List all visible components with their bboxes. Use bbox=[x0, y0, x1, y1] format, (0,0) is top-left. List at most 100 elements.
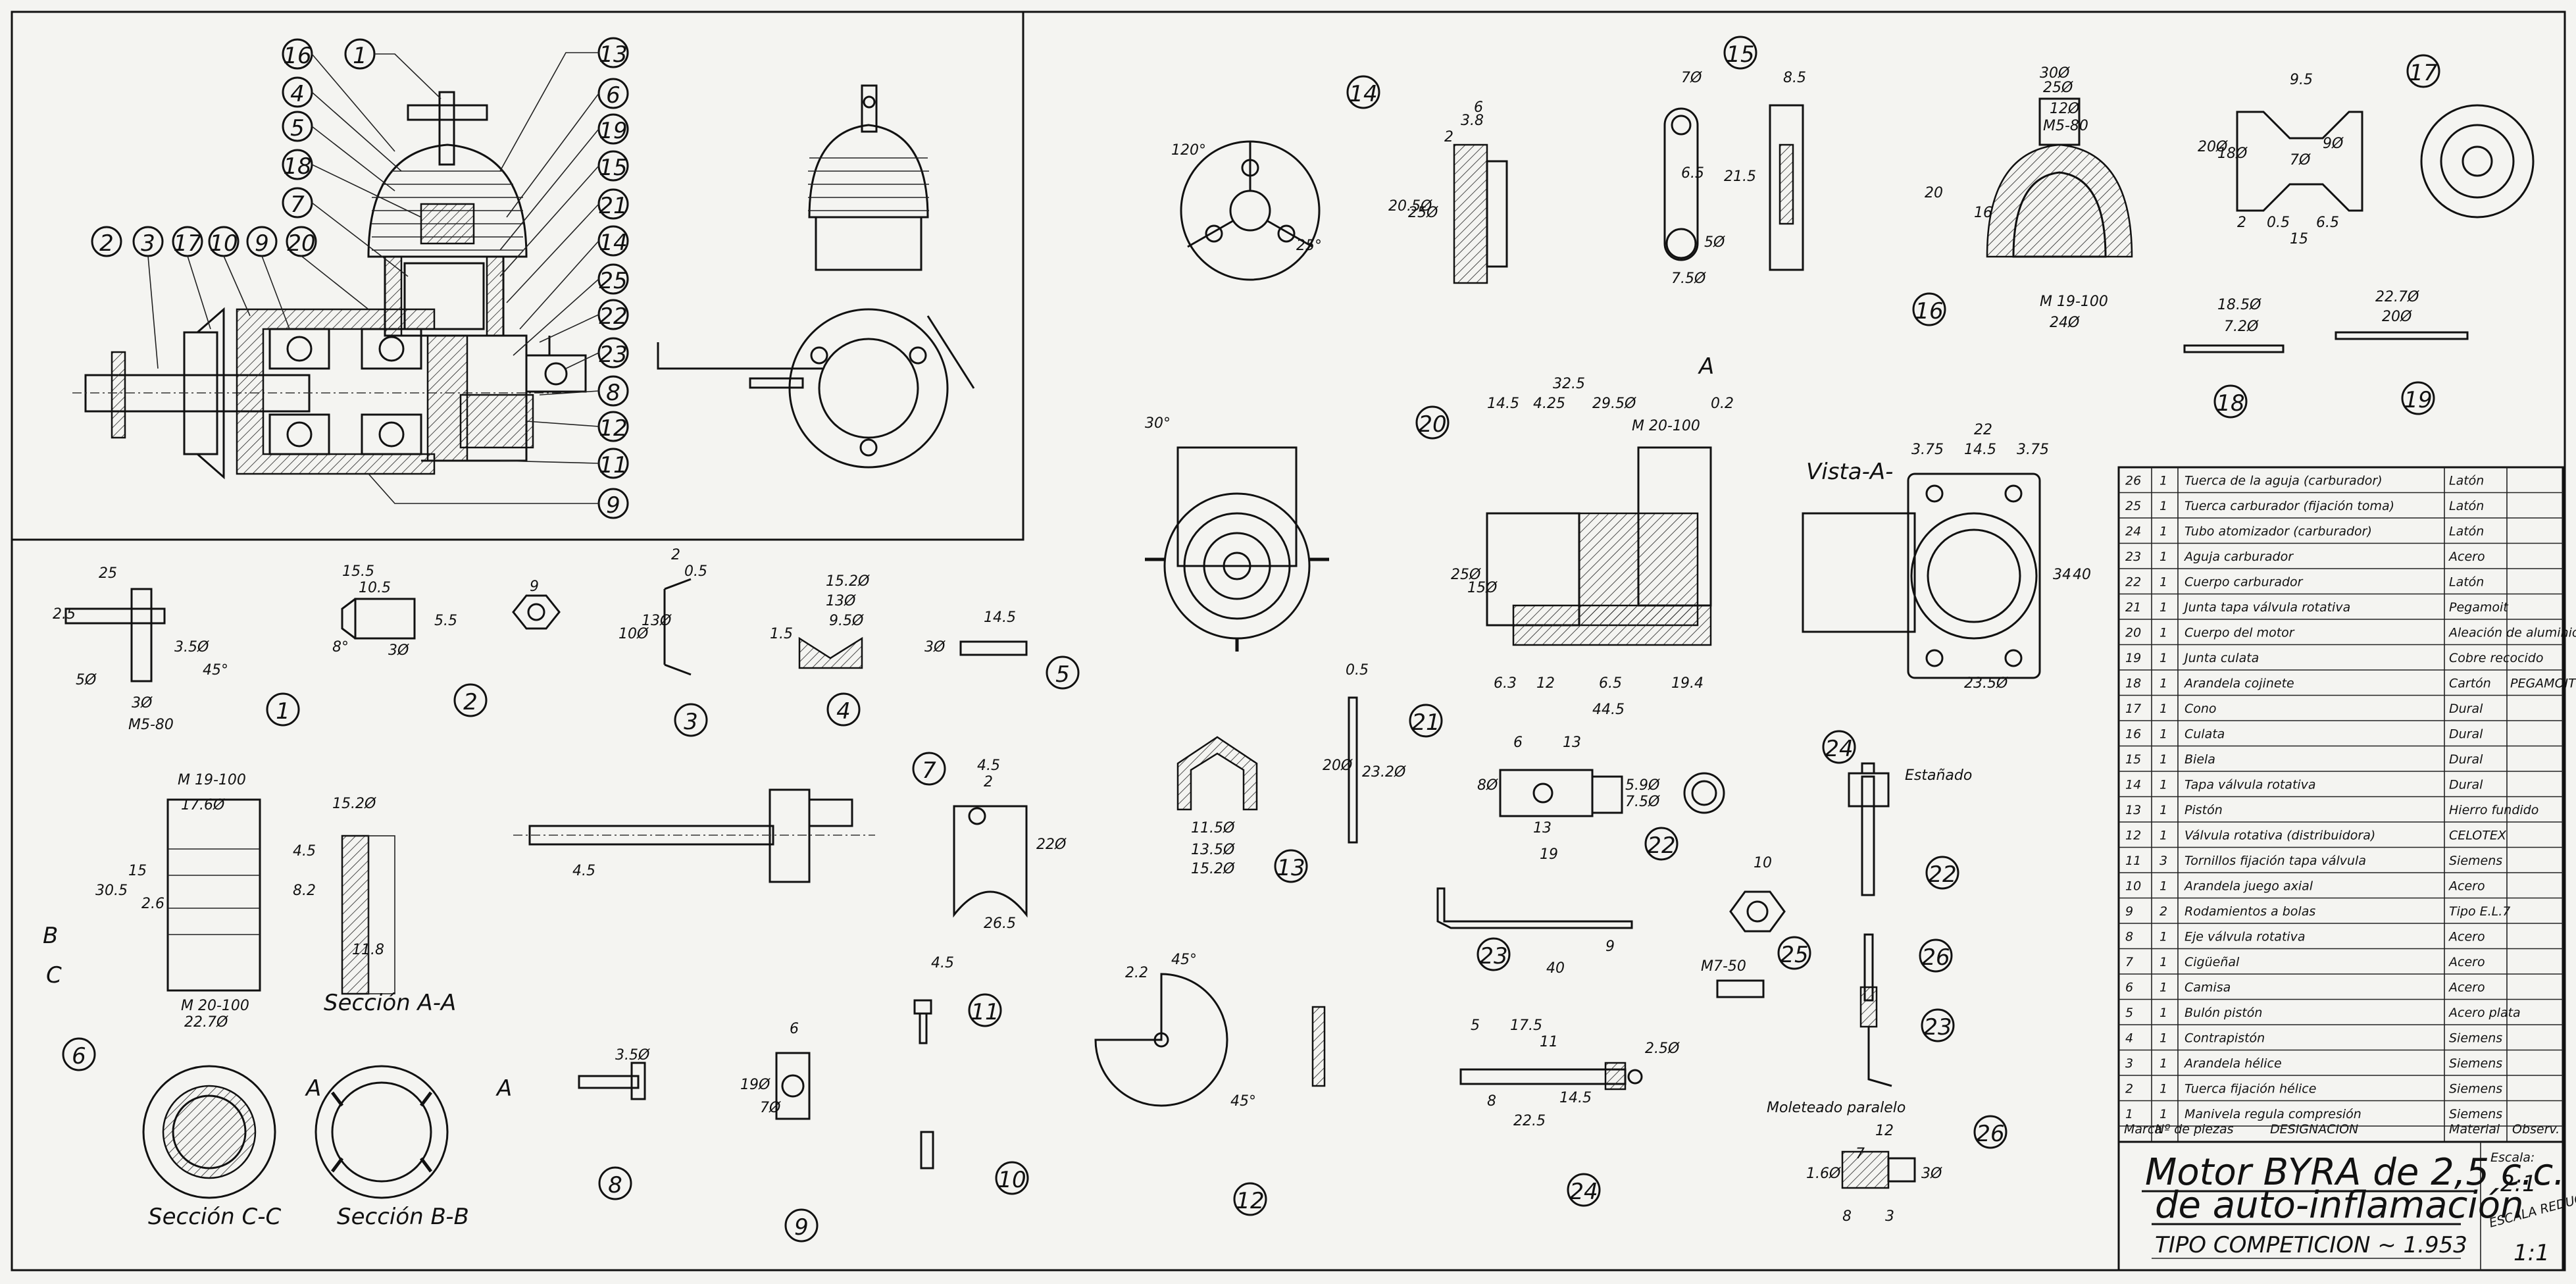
svg-text:A: A bbox=[495, 1075, 512, 1102]
svg-text:20Ø: 20Ø bbox=[1323, 758, 1353, 774]
svg-text:Estañado: Estañado bbox=[1905, 767, 1972, 784]
svg-text:2: 2 bbox=[99, 230, 114, 257]
svg-text:7.2Ø: 7.2Ø bbox=[2224, 319, 2259, 335]
part-label: 21 bbox=[1409, 704, 1443, 738]
svg-text:6: 6 bbox=[606, 82, 620, 109]
title-line-1: Motor BYRA de 2,5 c.c. bbox=[2145, 1151, 2565, 1194]
table-cell-name: Arandela cojinete bbox=[2183, 677, 2294, 691]
part-6-drawing: M 19-100 17.6Ø 15.2Ø M 20-100 22.7Ø 30.5… bbox=[43, 772, 512, 1230]
table-cell-mark: 20 bbox=[2125, 626, 2141, 640]
svg-text:17.5: 17.5 bbox=[1510, 1017, 1542, 1034]
table-cell-qty: 1 bbox=[2159, 550, 2167, 564]
svg-text:15: 15 bbox=[1726, 41, 1754, 68]
svg-text:3.8: 3.8 bbox=[1461, 113, 1484, 129]
table-cell-qty: 1 bbox=[2159, 803, 2167, 817]
svg-text:19: 19 bbox=[2404, 387, 2432, 413]
svg-text:7Ø: 7Ø bbox=[1681, 70, 1702, 86]
table-cell-mark: 6 bbox=[2125, 981, 2133, 995]
svg-text:8Ø: 8Ø bbox=[1477, 777, 1498, 794]
part-label: 25 bbox=[1777, 936, 1811, 970]
svg-text:12: 12 bbox=[599, 415, 627, 442]
svg-text:30°: 30° bbox=[1145, 415, 1171, 432]
vista-a-drawing: Vista-A- 22 3.75 14.5 3.75 23.5Ø 34 40 bbox=[1802, 422, 2091, 692]
table-cell-qty: 1 bbox=[2159, 575, 2167, 590]
svg-text:11.8: 11.8 bbox=[352, 942, 384, 958]
svg-text:17: 17 bbox=[173, 230, 202, 257]
svg-text:21: 21 bbox=[1411, 709, 1440, 736]
table-cell-material: Acero bbox=[2448, 930, 2485, 944]
svg-text:16: 16 bbox=[1974, 205, 1992, 221]
table-cell-material: Siemens bbox=[2449, 1031, 2502, 1046]
table-cell-name: Manivela regula compresión bbox=[2185, 1107, 2361, 1121]
svg-text:44.5: 44.5 bbox=[1592, 702, 1625, 718]
svg-text:1: 1 bbox=[276, 698, 290, 725]
table-cell-observ: PEGAMOIT bbox=[2510, 677, 2576, 691]
svg-text:M 20-100: M 20-100 bbox=[1632, 418, 1700, 434]
svg-text:5: 5 bbox=[290, 115, 305, 141]
svg-text:C: C bbox=[46, 962, 62, 989]
table-header: Nº de piezas bbox=[2155, 1122, 2234, 1137]
table-cell-name: Culata bbox=[2185, 727, 2225, 742]
svg-text:18: 18 bbox=[283, 153, 311, 180]
svg-text:M5-80: M5-80 bbox=[2043, 118, 2088, 134]
table-cell-qty: 1 bbox=[2159, 981, 2167, 995]
svg-text:3.5Ø: 3.5Ø bbox=[615, 1047, 650, 1064]
svg-text:Moleteado paralelo: Moleteado paralelo bbox=[1767, 1100, 1906, 1116]
callout-balloon: 17 bbox=[172, 226, 203, 257]
table-cell-name: Aguja carburador bbox=[2183, 550, 2294, 564]
svg-text:20Ø: 20Ø bbox=[2198, 139, 2228, 155]
part-label: 20 bbox=[1415, 405, 1450, 440]
svg-text:23: 23 bbox=[1479, 943, 1507, 969]
callout-balloon: 10 bbox=[208, 226, 240, 257]
table-header: Observ. bbox=[2512, 1122, 2560, 1137]
part-label: 9 bbox=[784, 1208, 819, 1243]
svg-text:40: 40 bbox=[1546, 960, 1565, 977]
svg-text:23.2Ø: 23.2Ø bbox=[1362, 764, 1406, 781]
part-label: 15 bbox=[1723, 36, 1757, 70]
part-1-drawing: 25 2.5 3Ø M5-80 45° 5Ø 3.5Ø 1 bbox=[53, 565, 300, 733]
table-cell-mark: 11 bbox=[2125, 854, 2141, 868]
svg-text:26.5: 26.5 bbox=[984, 915, 1016, 932]
svg-text:4: 4 bbox=[836, 698, 851, 725]
table-cell-material: Dural bbox=[2449, 778, 2483, 792]
table-cell-material: Cobre recocido bbox=[2449, 651, 2543, 665]
table-cell-qty: 1 bbox=[2159, 702, 2167, 716]
callout-balloon: 7 bbox=[282, 187, 313, 218]
svg-text:11: 11 bbox=[1540, 1034, 1558, 1050]
table-cell-material: Acero bbox=[2448, 879, 2485, 894]
svg-text:13: 13 bbox=[1533, 820, 1552, 836]
svg-text:25: 25 bbox=[1780, 942, 1808, 968]
svg-text:13: 13 bbox=[1563, 734, 1581, 751]
part-23-drawing: 40 9 23 bbox=[1436, 887, 1633, 977]
table-cell-mark: 14 bbox=[2125, 778, 2141, 792]
table-cell-qty: 1 bbox=[2159, 778, 2167, 792]
svg-text:13: 13 bbox=[1276, 855, 1305, 881]
part-13-drawing: 11.5Ø 13.5Ø 15.2Ø 13 bbox=[1176, 736, 1308, 883]
part-12-drawing: 45° 2.2 45° 12 bbox=[1094, 952, 1326, 1216]
callout-balloon: 20 bbox=[286, 226, 317, 257]
table-cell-mark: 19 bbox=[2125, 651, 2141, 665]
table-cell-material: Pegamoit bbox=[2449, 600, 2509, 615]
table-cell-name: Cuerpo del motor bbox=[2185, 626, 2295, 640]
svg-text:3Ø: 3Ø bbox=[1921, 1166, 1942, 1182]
svg-text:14.5: 14.5 bbox=[1487, 396, 1519, 412]
table-cell-material: Cartón bbox=[2449, 677, 2491, 691]
callout-balloon: 3 bbox=[132, 226, 164, 257]
svg-text:6: 6 bbox=[1474, 99, 1483, 116]
svg-text:6.5: 6.5 bbox=[2316, 215, 2339, 231]
svg-text:6.5: 6.5 bbox=[1599, 675, 1622, 692]
table-cell-mark: 15 bbox=[2125, 752, 2141, 767]
callout-balloon: 25 bbox=[597, 263, 629, 295]
svg-text:2: 2 bbox=[671, 547, 680, 563]
svg-text:5Ø: 5Ø bbox=[1704, 234, 1725, 251]
svg-text:15: 15 bbox=[128, 863, 147, 879]
table-cell-material: Siemens bbox=[2449, 1056, 2502, 1071]
svg-text:22.7Ø: 22.7Ø bbox=[184, 1014, 228, 1031]
part-8-drawing: 3.5Ø 8 bbox=[578, 1047, 650, 1200]
part-label: 18 bbox=[2213, 384, 2248, 419]
table-cell-name: Tubo atomizador (carburador) bbox=[2185, 525, 2372, 539]
svg-text:21: 21 bbox=[599, 193, 627, 219]
table-cell-qty: 1 bbox=[2159, 600, 2167, 615]
svg-text:9: 9 bbox=[606, 492, 620, 519]
part-26-drawing: Moleteado paralelo 12 7 8 3 1.6Ø 3Ø 26 bbox=[1767, 1100, 2008, 1225]
